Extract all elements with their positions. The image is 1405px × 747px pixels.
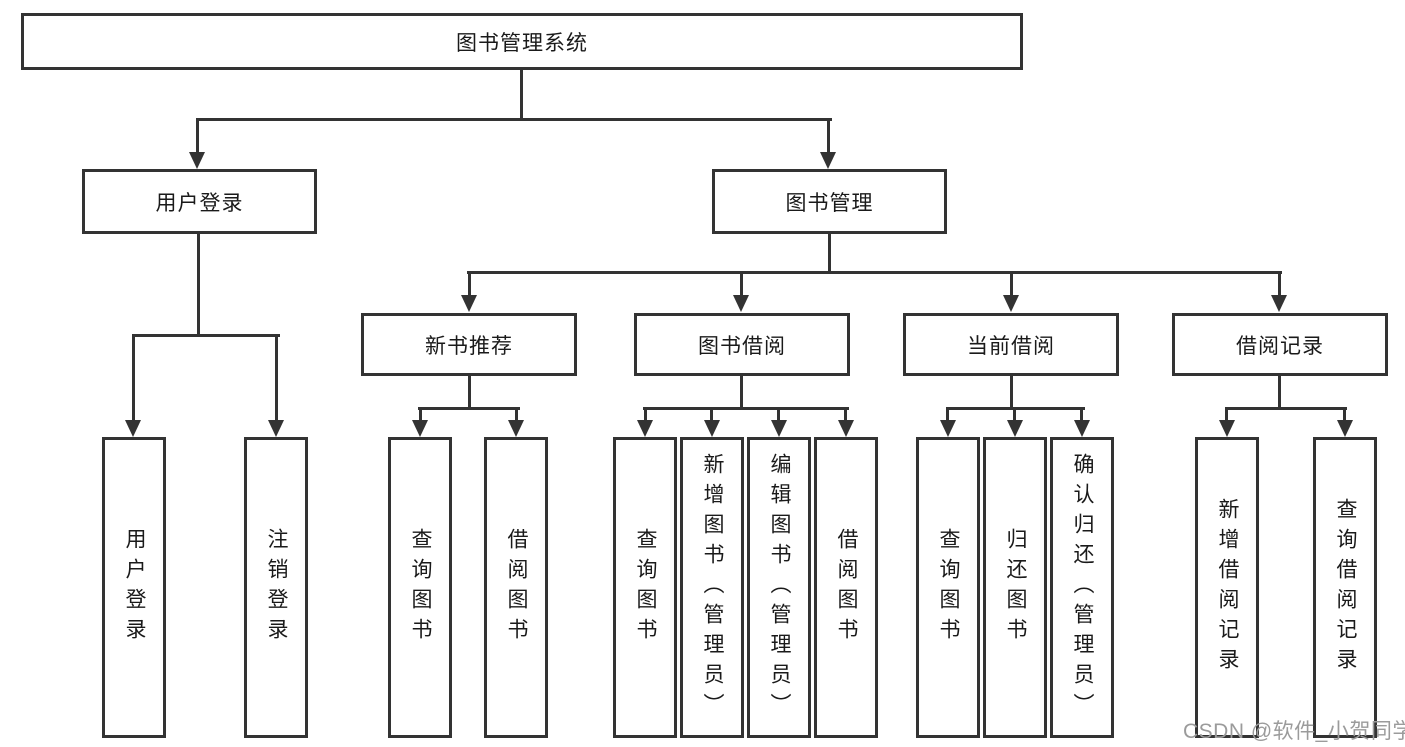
arrow-down-icon: [125, 420, 141, 437]
arrow-down-icon: [268, 420, 284, 437]
leaf-query-books-current: 查询图书: [916, 437, 980, 738]
arrow-down-icon: [733, 295, 749, 312]
node-label: 图书管理系统: [456, 31, 588, 55]
connector-line: [468, 376, 471, 409]
node-label: 新书推荐: [425, 334, 513, 358]
arrow-down-icon: [461, 295, 477, 312]
connector-line: [740, 376, 743, 409]
connector-line: [467, 271, 1282, 274]
connector-line: [710, 407, 713, 422]
connector-line: [946, 407, 949, 422]
connector-line: [418, 407, 520, 410]
node-label: 图书管理: [785, 191, 874, 215]
arrow-down-icon: [1007, 420, 1023, 437]
node-new-book-recommend: 新书推荐: [361, 313, 577, 376]
leaf-borrow-books-recommend: 借阅图书: [484, 437, 548, 738]
connector-line: [132, 334, 280, 337]
node-label: 借阅图书: [835, 527, 858, 648]
arrow-down-icon: [1003, 295, 1019, 312]
node-label: 查询图书: [409, 527, 432, 648]
connector-line: [1225, 407, 1228, 422]
arrow-down-icon: [704, 420, 720, 437]
node-borrow-record: 借阅记录: [1172, 313, 1388, 376]
connector-line: [1010, 376, 1013, 409]
node-label: 用户登录: [155, 191, 244, 215]
arrow-down-icon: [820, 152, 836, 169]
arrow-down-icon: [838, 420, 854, 437]
connector-line: [828, 234, 831, 271]
connector-line: [1013, 407, 1016, 422]
connector-line: [196, 118, 832, 121]
leaf-query-borrow-record: 查询借阅记录: [1313, 437, 1377, 738]
node-label: 确认归还（管理员）: [1071, 452, 1094, 723]
connector-line: [844, 407, 847, 422]
connector-line: [275, 334, 278, 421]
leaf-confirm-return-admin: 确认归还（管理员）: [1050, 437, 1114, 738]
node-label: 借阅图书: [505, 527, 528, 648]
node-label: 用户登录: [123, 527, 146, 648]
leaf-query-books-borrow: 查询图书: [613, 437, 677, 738]
node-current-borrow: 当前借阅: [903, 313, 1119, 376]
arrow-down-icon: [1074, 420, 1090, 437]
connector-line: [468, 271, 471, 297]
connector-line: [1278, 376, 1281, 409]
leaf-borrow-books: 借阅图书: [814, 437, 878, 738]
node-root-system: 图书管理系统: [21, 13, 1023, 70]
arrow-down-icon: [189, 152, 205, 169]
node-user-login: 用户登录: [82, 169, 317, 234]
node-book-management: 图书管理: [712, 169, 947, 234]
node-label: 查询图书: [937, 527, 960, 648]
connector-line: [740, 271, 743, 297]
arrow-down-icon: [412, 420, 428, 437]
connector-line: [515, 407, 518, 422]
node-label: 查询图书: [634, 527, 657, 648]
connector-line: [520, 69, 523, 118]
connector-line: [196, 118, 199, 154]
connector-line: [1343, 407, 1346, 422]
arrow-down-icon: [940, 420, 956, 437]
node-label: 借阅记录: [1236, 334, 1324, 358]
node-label: 当前借阅: [967, 334, 1055, 358]
node-label: 编辑图书（管理员）: [768, 452, 791, 723]
node-label: 新增图书（管理员）: [701, 452, 724, 723]
node-book-borrow: 图书借阅: [634, 313, 850, 376]
arrow-down-icon: [1271, 295, 1287, 312]
leaf-return-books: 归还图书: [983, 437, 1047, 738]
connector-line: [827, 118, 830, 154]
node-label: 查询借阅记录: [1334, 497, 1357, 678]
connector-line: [1278, 271, 1281, 297]
node-label: 新增借阅记录: [1216, 497, 1239, 678]
arrow-down-icon: [1337, 420, 1353, 437]
connector-line: [1080, 407, 1083, 422]
connector-line: [1010, 271, 1013, 297]
arrow-down-icon: [1219, 420, 1235, 437]
connector-line: [777, 407, 780, 422]
leaf-add-books-admin: 新增图书（管理员）: [680, 437, 744, 738]
arrow-down-icon: [637, 420, 653, 437]
connector-line: [1225, 407, 1347, 410]
node-label: 图书借阅: [698, 334, 786, 358]
leaf-add-borrow-record: 新增借阅记录: [1195, 437, 1259, 738]
leaf-edit-books-admin: 编辑图书（管理员）: [747, 437, 811, 738]
leaf-logout: 注销登录: [244, 437, 308, 738]
connector-line: [197, 234, 200, 334]
csdn-watermark: CSDN @软件_小贺同学: [1183, 720, 1405, 743]
node-label: 注销登录: [265, 527, 288, 648]
connector-line: [644, 407, 647, 422]
arrow-down-icon: [508, 420, 524, 437]
connector-line: [643, 407, 849, 410]
connector-line: [419, 407, 422, 422]
connector-line: [132, 334, 135, 421]
node-label: 归还图书: [1004, 527, 1027, 648]
arrow-down-icon: [771, 420, 787, 437]
leaf-user-login: 用户登录: [102, 437, 166, 738]
leaf-query-books-recommend: 查询图书: [388, 437, 452, 738]
